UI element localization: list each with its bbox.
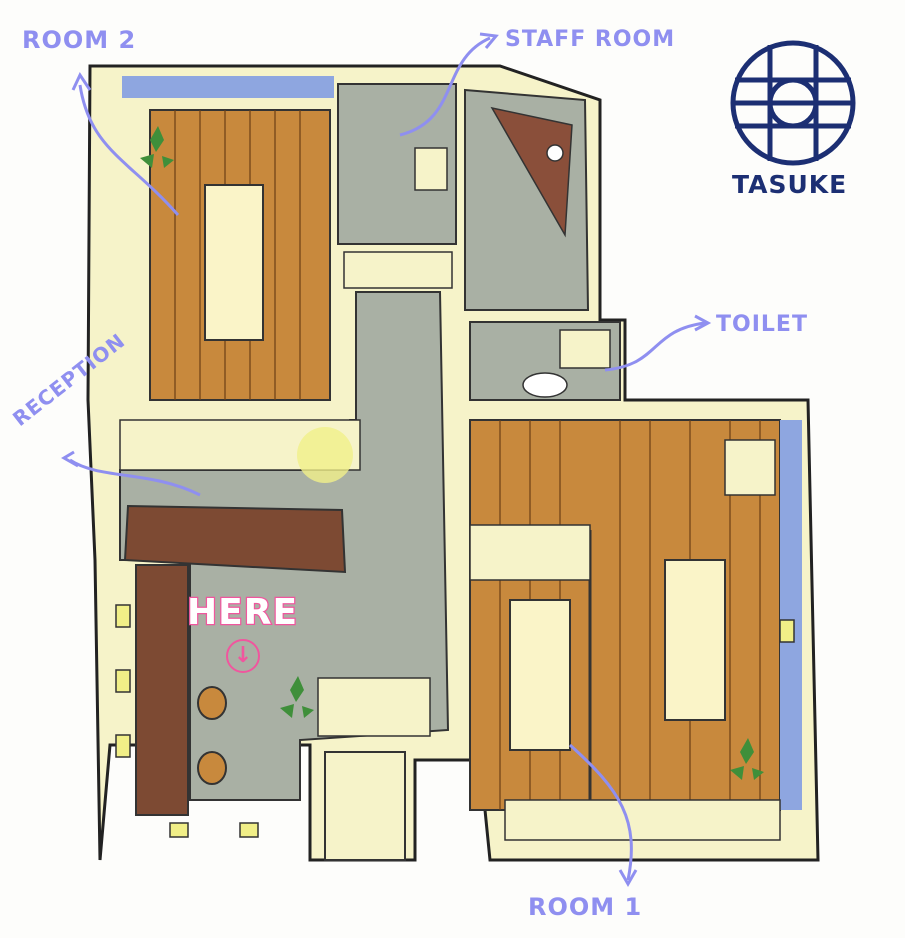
staff-room	[337, 83, 457, 289]
label-arrows	[61, 32, 712, 888]
you-are-here-label: HERE	[186, 591, 299, 635]
bench-counter	[135, 564, 189, 816]
lamps	[115, 604, 795, 838]
blue-wall-room2	[122, 76, 334, 98]
entrance	[324, 751, 406, 861]
room-2	[122, 76, 334, 401]
bed-room1-left	[509, 599, 571, 751]
bed-room1-right	[664, 559, 726, 721]
shower-room	[464, 88, 590, 311]
toilet-label: TOILET	[716, 312, 808, 337]
down-arrow-icon: ↓	[226, 639, 260, 673]
reception-counter	[123, 504, 347, 574]
room-2-label: ROOM 2	[22, 26, 137, 54]
tasuke-logo-icon	[730, 40, 856, 166]
bed-room2	[204, 184, 264, 341]
reception-light	[297, 427, 353, 483]
staff-room-label: STAFF ROOM	[505, 27, 676, 52]
shoe-rack	[317, 677, 431, 737]
plant-icon	[140, 126, 764, 780]
blue-wall-room1	[780, 420, 802, 810]
brand-name: TASUKE	[732, 170, 848, 199]
room-1	[469, 419, 802, 841]
toilet-room	[469, 321, 621, 401]
room-1-label: ROOM 1	[528, 893, 643, 921]
counters	[123, 504, 347, 816]
